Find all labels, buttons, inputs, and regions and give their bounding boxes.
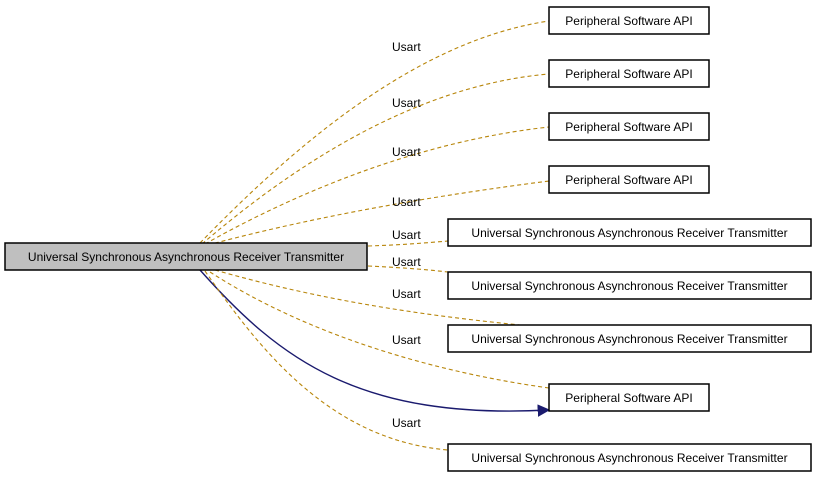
node-label: Peripheral Software API — [565, 67, 692, 81]
edge-label: Usart — [392, 96, 421, 110]
node-box — [447, 271, 812, 300]
center-node-label: Universal Synchronous Asynchronous Recei… — [28, 250, 344, 264]
node-box — [548, 383, 710, 412]
edge-dashed — [367, 240, 449, 247]
center-node-box — [4, 242, 368, 271]
edge-label: Usart — [392, 228, 421, 242]
edge-label: Usart — [392, 287, 421, 301]
node-box — [548, 112, 710, 141]
node-box — [548, 59, 710, 88]
node-2[interactable]: Peripheral Software API — [548, 59, 710, 88]
edge-dashed — [207, 180, 550, 246]
edge-label: Usart — [392, 195, 421, 209]
node-3[interactable]: Peripheral Software API — [548, 112, 710, 141]
node-9[interactable]: Universal Synchronous Asynchronous Recei… — [447, 443, 812, 472]
node-label: Universal Synchronous Asynchronous Recei… — [471, 279, 787, 293]
edge-label: Usart — [392, 145, 421, 159]
node-1[interactable]: Peripheral Software API — [548, 6, 710, 35]
edge-label: Usart — [392, 255, 421, 269]
node-box — [447, 324, 812, 353]
node-label: Peripheral Software API — [565, 14, 692, 28]
edge-dashed — [204, 126, 550, 245]
center-node[interactable]: Universal Synchronous Asynchronous Recei… — [4, 242, 368, 271]
edge-dashed — [367, 265, 449, 273]
edge-label: Usart — [392, 416, 421, 430]
node-7[interactable]: Universal Synchronous Asynchronous Recei… — [447, 324, 812, 353]
node-6[interactable]: Universal Synchronous Asynchronous Recei… — [447, 271, 812, 300]
edge-dashed — [199, 20, 550, 244]
edge-labels: UsartUsartUsartUsartUsartUsartUsartUsart… — [392, 40, 421, 430]
edge-dashed — [204, 270, 449, 451]
node-label: Peripheral Software API — [565, 391, 692, 405]
edges — [199, 20, 551, 451]
node-box — [447, 443, 812, 472]
node-5[interactable]: Universal Synchronous Asynchronous Recei… — [447, 218, 812, 247]
nodes: Peripheral Software API Peripheral Softwa… — [447, 6, 812, 472]
edge-dashed — [201, 73, 550, 245]
node-label: Peripheral Software API — [565, 120, 692, 134]
edge-dashed — [214, 269, 521, 326]
node-label: Universal Synchronous Asynchronous Recei… — [471, 332, 787, 346]
node-label: Universal Synchronous Asynchronous Recei… — [471, 226, 787, 240]
node-box — [548, 6, 710, 35]
node-label: Peripheral Software API — [565, 173, 692, 187]
edge-solid — [199, 269, 551, 417]
edge-label: Usart — [392, 40, 421, 54]
node-8[interactable]: Peripheral Software API — [548, 383, 710, 412]
node-box — [447, 218, 812, 247]
edge-label: Usart — [392, 333, 421, 347]
node-box — [548, 165, 710, 194]
edge-dashed — [209, 271, 550, 389]
node-4[interactable]: Peripheral Software API — [548, 165, 710, 194]
node-label: Universal Synchronous Asynchronous Recei… — [471, 451, 787, 465]
